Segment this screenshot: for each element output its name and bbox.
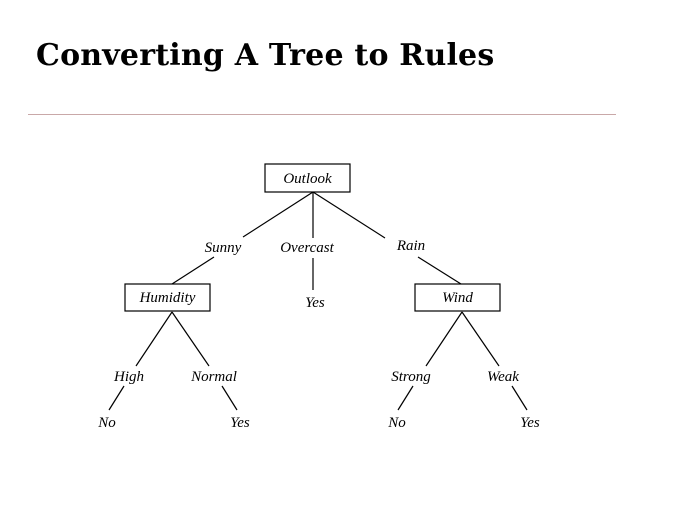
edge-normal-yes: [221, 385, 238, 411]
branch-label-high: High: [113, 369, 144, 385]
leaf-overcast-yes: Yes: [305, 295, 325, 311]
branch-label-weak: Weak: [487, 369, 519, 385]
title-divider: [28, 114, 616, 115]
leaf-normal-yes: Yes: [230, 415, 250, 431]
edge-strong-no: [397, 385, 414, 411]
branch-label-sunny: Sunny: [205, 240, 242, 256]
branch-label-normal: Normal: [190, 369, 237, 385]
node-wind-box: [414, 283, 501, 312]
leaf-high-no: No: [97, 415, 116, 431]
node-humidity-label: Humidity: [139, 290, 196, 306]
branch-label-strong: Strong: [391, 369, 431, 385]
branch-label-overcast: Overcast: [280, 240, 334, 256]
node-outlook-box: [264, 163, 351, 193]
leaf-weak-yes: Yes: [520, 415, 540, 431]
slide-title: Converting A Tree to Rules: [36, 38, 495, 73]
edge-high-no: [108, 385, 125, 411]
leaf-strong-no: No: [387, 415, 406, 431]
edge-rain-wind: [417, 256, 462, 285]
edge-wind-weak: [461, 311, 500, 367]
node-outlook-label: Outlook: [283, 171, 332, 187]
edge-wind-strong: [425, 311, 463, 367]
edge-humidity-high: [135, 311, 173, 367]
edge-weak-yes: [511, 385, 528, 411]
edge-sunny-humidity: [171, 256, 215, 285]
branch-label-rain: Rain: [396, 238, 425, 254]
edge-outlook-sunny: [242, 191, 314, 238]
node-humidity-box: [124, 283, 211, 312]
node-wind-label: Wind: [442, 290, 473, 306]
edge-humidity-normal: [171, 311, 210, 367]
edge-outlook-rain: [312, 191, 386, 239]
